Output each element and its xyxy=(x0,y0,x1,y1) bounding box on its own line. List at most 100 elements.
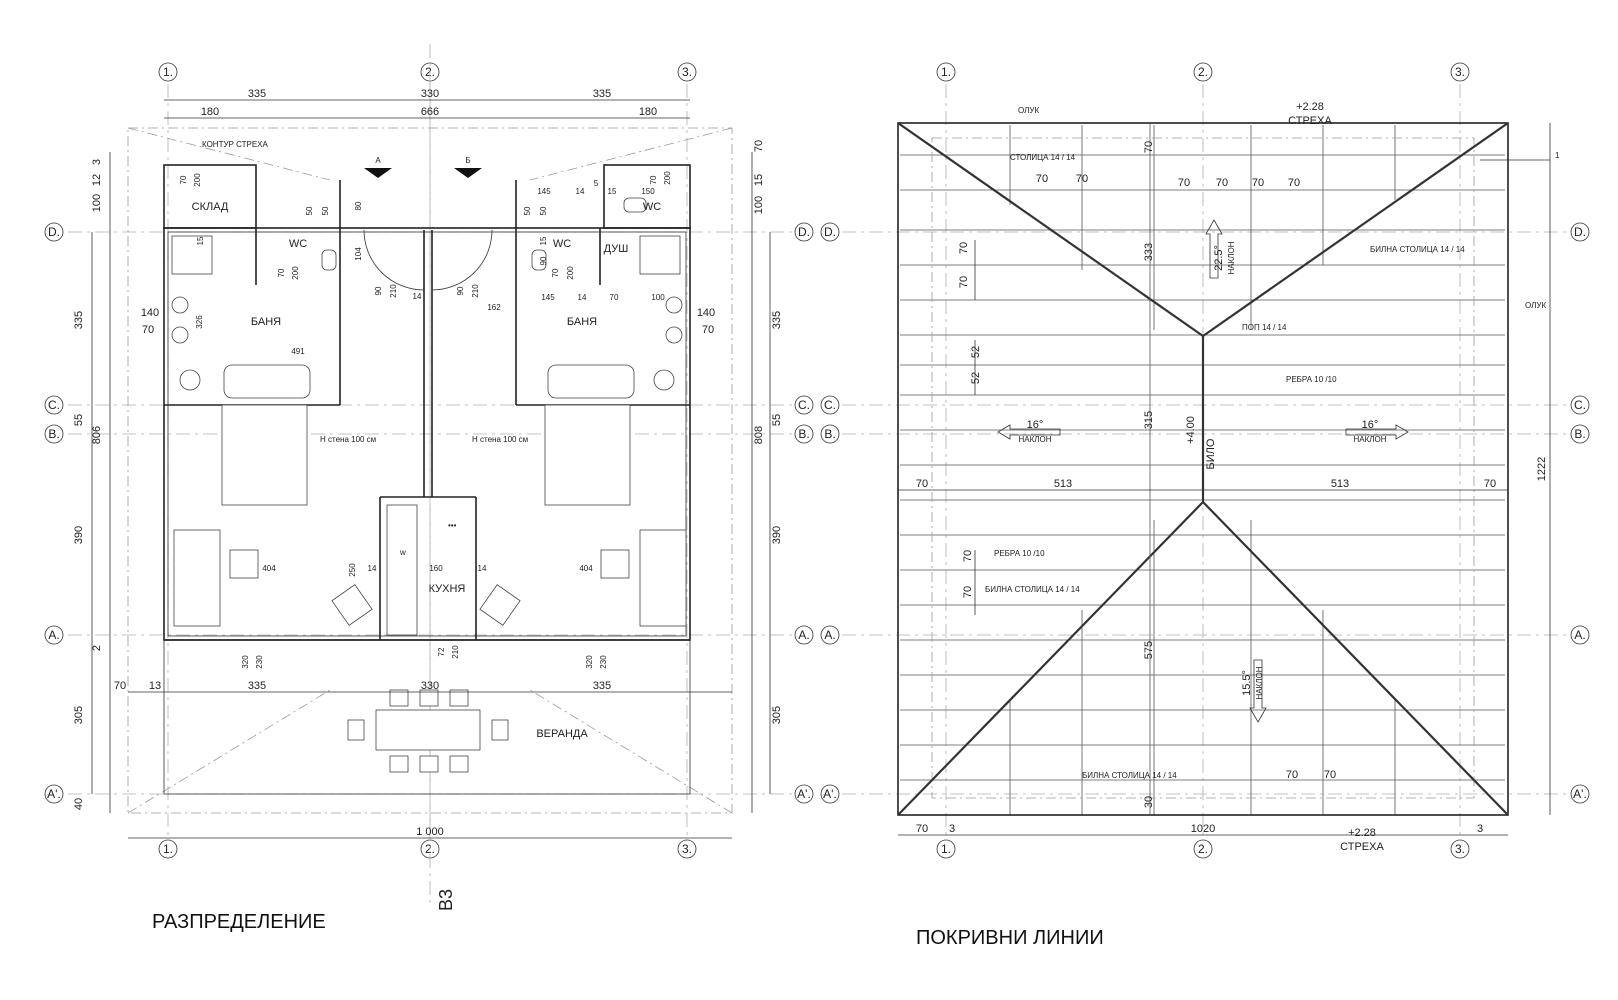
sink-right xyxy=(665,296,683,314)
roof-axis-row-a-right: A. xyxy=(1570,625,1590,645)
svg-text:3.: 3. xyxy=(682,842,692,856)
note-wall-left: Н стена 100 см xyxy=(320,435,376,444)
dim-inner: 200 xyxy=(193,173,202,187)
dim-roof: 70 xyxy=(962,550,974,562)
note-hob: ••• xyxy=(448,521,457,530)
dim-inner: 5 xyxy=(594,179,599,188)
room-wc-left: WC xyxy=(289,238,307,250)
note-bilna-stolica-ml: БИЛНА СТОЛИЦА 14 / 14 xyxy=(985,585,1080,594)
dim-inner: 50 xyxy=(539,206,548,215)
dim-bottom: 335 xyxy=(248,680,266,692)
plan-axis-row-a2-left: A'. xyxy=(44,784,64,804)
dim-right: 335 xyxy=(771,311,783,329)
svg-text:C.: C. xyxy=(824,398,836,412)
dim-roof: 70 xyxy=(958,276,970,288)
dim-top: 180 xyxy=(639,106,657,118)
dim-bottom: 330 xyxy=(421,680,439,692)
dim-inner: 230 xyxy=(599,655,608,669)
plan-walls xyxy=(163,164,691,795)
plan-axis-row-a2-right: A'. xyxy=(794,784,814,804)
svg-text:D.: D. xyxy=(824,225,836,239)
svg-text:2.: 2. xyxy=(1198,842,1208,856)
sink-left xyxy=(171,296,189,314)
dim-roof: 52 xyxy=(970,372,982,384)
plan-axis-col-3-bottom: 3. xyxy=(677,839,697,859)
dim-inner: 320 xyxy=(585,655,594,669)
note-streha-bot: СТРЕХА xyxy=(1340,841,1384,853)
dim-roof: 70 xyxy=(1076,173,1088,185)
floor-plan: 1. 2. 3. 1. 2. 3. D. C. B. A. A'. D. C. … xyxy=(44,44,814,933)
dim-roof: 333 xyxy=(1143,243,1155,261)
dim-inner: 210 xyxy=(471,284,480,298)
toilet-right xyxy=(531,249,547,271)
dim-right: 15 xyxy=(753,174,765,186)
dim-top: 666 xyxy=(421,106,439,118)
dim-inner: 14 xyxy=(578,293,587,302)
svg-text:C.: C. xyxy=(1574,398,1586,412)
dim-inner: 230 xyxy=(255,655,264,669)
dim-roof: 70 xyxy=(1286,769,1298,781)
roof-grid-lines xyxy=(842,84,1568,836)
section-marker-b: Б xyxy=(454,156,482,178)
plan-axis-row-b-left: B. xyxy=(44,424,64,444)
dim-inner: 404 xyxy=(262,564,276,573)
dim-left: 335 xyxy=(73,311,85,329)
dim-inner: 250 xyxy=(348,563,357,577)
roof-axis-row-c-right: C. xyxy=(1570,395,1590,415)
dim-roof: 70 xyxy=(916,478,928,490)
room-wc-right: WC xyxy=(553,238,571,250)
dim-inner: 140 xyxy=(697,307,715,319)
dim-inner: 14 xyxy=(413,292,422,301)
section-marker-a: А xyxy=(364,156,392,178)
dim-left: 100 xyxy=(91,194,103,212)
dim-roof: 70 xyxy=(958,242,970,254)
armchair-left xyxy=(331,584,373,626)
dim-roof: 3 xyxy=(949,823,955,835)
svg-text:B.: B. xyxy=(824,427,835,441)
bed-right xyxy=(544,404,631,506)
sink-right-2 xyxy=(665,326,683,344)
svg-text:3.: 3. xyxy=(682,65,692,79)
bathtub-left xyxy=(223,364,311,399)
dim-right: 70 xyxy=(753,140,765,152)
dim-inner: 104 xyxy=(354,247,363,261)
slope-left-value: 16° xyxy=(1027,419,1044,431)
dim-roof: 70 xyxy=(916,823,928,835)
svg-text:D.: D. xyxy=(798,225,810,239)
roof-axis-row-a-left: A. xyxy=(820,625,840,645)
note-oluk-right: ОЛУК xyxy=(1525,301,1546,310)
svg-text:A'.: A'. xyxy=(797,787,811,801)
svg-text:A.: A. xyxy=(824,628,835,642)
dim-roof: 70 xyxy=(1036,173,1048,185)
dim-inner: 160 xyxy=(429,564,443,573)
dim-right: 100 xyxy=(753,196,765,214)
dim-inner: 210 xyxy=(451,645,460,659)
dim-roof: 3 xyxy=(1477,823,1483,835)
dim-roof: 1020 xyxy=(1191,823,1215,835)
dim-roof: 513 xyxy=(1331,478,1349,490)
svg-text:А: А xyxy=(375,156,381,165)
room-kuhnya: КУХНЯ xyxy=(429,583,466,595)
dining-table xyxy=(375,709,481,751)
roof-axis-row-a2-right: A'. xyxy=(1570,784,1590,804)
sofa-left xyxy=(173,529,221,627)
dim-inner: 320 xyxy=(241,655,250,669)
roof-axis-row-c-left: C. xyxy=(820,395,840,415)
dim-left: 305 xyxy=(73,706,85,724)
dim-left: 390 xyxy=(73,526,85,544)
svg-text:A'.: A'. xyxy=(823,787,837,801)
dim-bottom: 13 xyxy=(149,680,161,692)
dim-bottom: 70 xyxy=(114,680,126,692)
dim-roof: 513 xyxy=(1054,478,1072,490)
note-kontur-streha: КОНТУР СТРЕХА xyxy=(202,140,269,149)
bed-left xyxy=(221,404,308,506)
dim-bottom: 1 000 xyxy=(416,826,444,838)
dim-right: 305 xyxy=(771,706,783,724)
dim-left: 55 xyxy=(73,414,85,426)
dim-left: 3 xyxy=(91,159,103,165)
table-left xyxy=(229,549,259,579)
bathtub-right xyxy=(547,364,635,399)
dim-roof: 575 xyxy=(1143,641,1155,659)
dim-roof: 70 xyxy=(1216,177,1228,189)
